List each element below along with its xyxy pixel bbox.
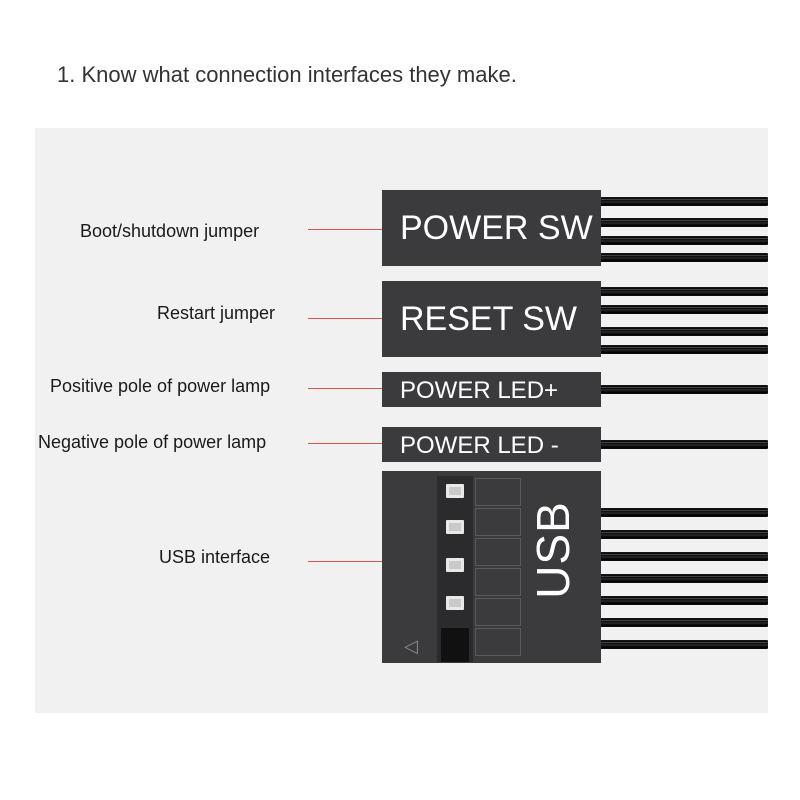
connector-label-usb: USB	[527, 501, 579, 599]
connector-label-power-led-pos: POWER LED+	[400, 377, 559, 404]
wire-usb-2	[600, 530, 768, 539]
usb-pin-2	[446, 520, 464, 534]
leader-line-power-sw	[308, 229, 382, 230]
usb-pin-4	[446, 596, 464, 610]
wire-power-sw-3	[600, 236, 768, 245]
wire-reset-sw-1	[600, 287, 768, 296]
connector-label-power-sw: POWER SW	[400, 209, 593, 247]
wire-usb-7	[600, 640, 768, 649]
wire-power-led-pos	[600, 385, 768, 394]
wire-power-led-neg	[600, 440, 768, 449]
usb-slot-6	[475, 628, 521, 656]
leader-line-power-led-neg	[308, 443, 382, 444]
wire-power-sw-4	[600, 253, 768, 262]
connector-label-reset-sw: RESET SW	[400, 300, 577, 338]
label-positive-pole-power-lamp: Positive pole of power lamp	[50, 376, 271, 396]
wire-reset-sw-2	[600, 305, 768, 314]
label-restart-jumper: Restart jumper	[157, 303, 276, 323]
wire-reset-sw-4	[600, 345, 768, 354]
wire-power-sw-1	[600, 197, 768, 206]
usb-slot-4	[475, 568, 521, 596]
leader-line-usb	[308, 561, 382, 562]
wire-usb-6	[600, 618, 768, 627]
label-usb-interface: USB interface	[159, 547, 271, 567]
usb-pin-1	[446, 484, 464, 498]
wire-usb-1	[600, 508, 768, 517]
usb-slot-2	[475, 508, 521, 536]
wire-usb-4	[600, 574, 768, 583]
label-negative-pole-power-lamp: Negative pole of power lamp	[38, 432, 267, 452]
usb-slot-5	[475, 598, 521, 626]
connector-usb	[382, 471, 601, 663]
leader-line-power-led-pos	[308, 388, 382, 389]
wire-reset-sw-3	[600, 327, 768, 336]
connector-label-power-led-neg: POWER LED -	[400, 432, 559, 459]
usb-pin-3	[446, 558, 464, 572]
wire-power-sw-2	[600, 218, 768, 227]
heading: 1. Know what connection interfaces they …	[57, 62, 517, 87]
leader-line-reset-sw	[308, 318, 382, 319]
usb-slot-1	[475, 478, 521, 506]
connector-power-sw: POWER SW	[382, 190, 601, 266]
connector-power-led-neg: POWER LED -	[382, 427, 601, 462]
label-boot-shutdown-jumper: Boot/shutdown jumper	[80, 221, 260, 241]
usb-blocked-pin	[441, 628, 469, 662]
connector-reset-sw: RESET SW	[382, 281, 601, 357]
triangle-left-icon: ◁	[404, 636, 418, 656]
wire-usb-5	[600, 596, 768, 605]
connector-power-led-pos: POWER LED+	[382, 372, 601, 407]
wire-usb-3	[600, 552, 768, 561]
usb-slot-3	[475, 538, 521, 566]
